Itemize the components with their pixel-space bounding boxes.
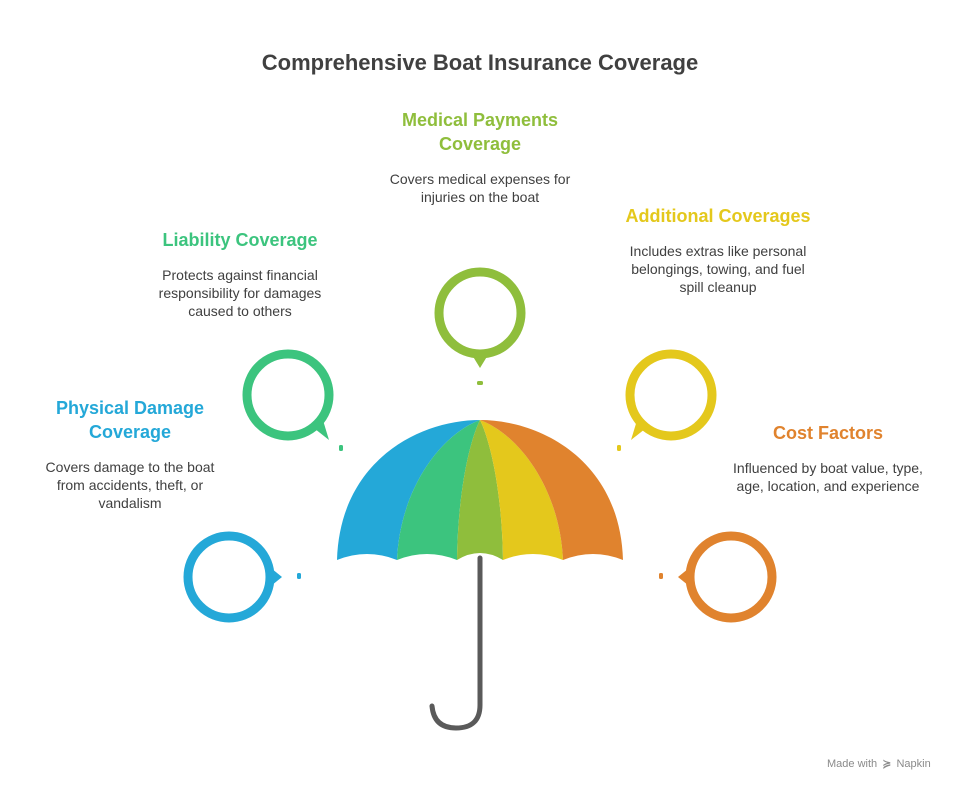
page-title: Comprehensive Boat Insurance Coverage <box>261 50 699 75</box>
canopy-panel-liability <box>397 420 480 560</box>
umbrella-handle <box>429 555 483 731</box>
physical-damage-block: Physical Damage Coverage Covers damage t… <box>40 396 220 512</box>
canopy-panel-cost <box>480 420 623 560</box>
liability-heading: Liability Coverage <box>162 230 318 250</box>
additional-coverages-heading: Additional Coverages <box>625 206 811 226</box>
marker-liability <box>242 349 343 451</box>
liability-block: Liability Coverage Protects against fina… <box>140 228 340 320</box>
made-with-napkin-badge[interactable]: Made with ≽ Napkin <box>827 757 931 770</box>
additional-coverages-block: Additional Coverages Includes extras lik… <box>620 204 816 296</box>
umbrella-canopy <box>337 420 623 560</box>
canopy-panel-additional <box>480 420 563 560</box>
marker-cost <box>659 531 777 623</box>
liability-description: Protects against financial responsibilit… <box>158 267 322 319</box>
cost-factors-description: Influenced by boat value, type, age, loc… <box>733 460 923 494</box>
medical-payments-description: Covers medical expenses for injuries on … <box>389 171 571 205</box>
napkin-logo-icon: ≽ <box>882 758 892 770</box>
cost-factors-block: Cost Factors Influenced by boat value, t… <box>730 421 926 495</box>
canopy-panel-medical <box>457 420 503 560</box>
marker-physical <box>183 531 301 623</box>
marker-additional <box>617 349 717 451</box>
physical-damage-heading: Physical Damage Coverage <box>55 398 205 442</box>
physical-damage-description: Covers damage to the boat from accidents… <box>45 459 215 511</box>
medical-payments-heading: Medical Payments Coverage <box>401 110 559 154</box>
additional-coverages-description: Includes extras like personal belongings… <box>629 243 807 295</box>
canopy-panel-physical <box>337 420 480 560</box>
medical-payments-block: Medical Payments Coverage Covers medical… <box>385 108 575 206</box>
footer-prefix: Made with <box>827 758 878 770</box>
marker-medical <box>434 267 526 385</box>
cost-factors-heading: Cost Factors <box>772 423 884 443</box>
footer-brand: Napkin <box>896 758 931 770</box>
